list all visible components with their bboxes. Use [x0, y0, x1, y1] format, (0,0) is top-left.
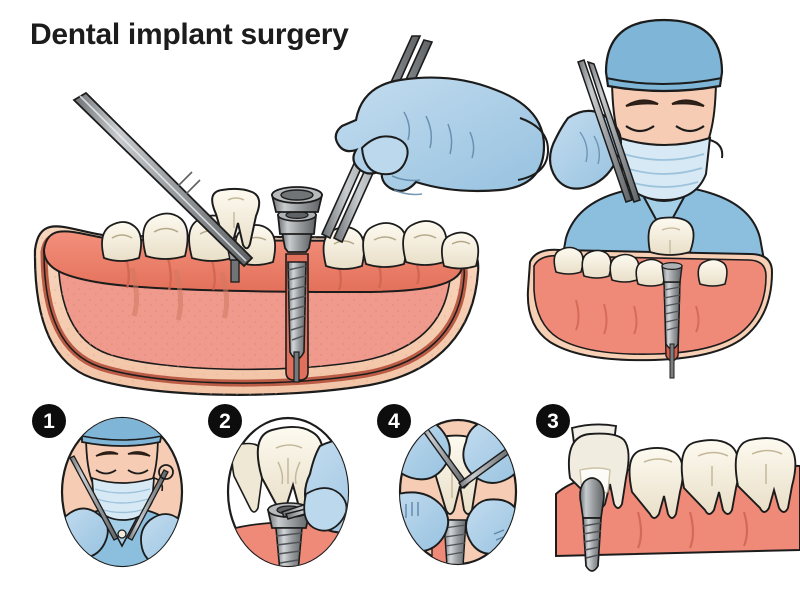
right-jaw-diagram	[526, 216, 774, 379]
step-1-illustration	[60, 416, 184, 568]
natural-teeth-right	[322, 220, 480, 270]
eyebrow-left	[625, 99, 659, 107]
implant-abutment	[277, 208, 317, 253]
step-number-2: 2	[208, 404, 242, 438]
right-crown	[647, 216, 695, 256]
implant-screw	[287, 261, 307, 383]
right-gum-lines	[575, 299, 700, 335]
eye-left-closed	[625, 125, 655, 133]
eyebrow-right	[671, 99, 705, 107]
step-2-illustration	[226, 416, 350, 568]
right-jaw-teeth	[553, 246, 728, 287]
step3-implant	[579, 477, 605, 572]
step3-natural-teeth	[628, 437, 797, 519]
cap-brim	[605, 77, 723, 85]
dental-probe	[72, 91, 254, 268]
gloved-hand-forceps	[334, 76, 550, 196]
mask-pleats	[623, 153, 705, 188]
main-jaw-cross-section	[33, 35, 550, 396]
abutment-cap	[270, 186, 324, 213]
step-4-illustration	[398, 418, 518, 566]
step-number-3: 3	[536, 404, 570, 438]
step-number-1: 1	[32, 404, 66, 438]
step-number-4: 4	[377, 404, 411, 438]
eye-right-closed	[675, 125, 705, 133]
step-3-illustration	[555, 423, 800, 572]
surgeon-portrait	[548, 18, 766, 261]
mask-ear-loop	[709, 139, 724, 159]
step3-gum-lines	[636, 511, 749, 549]
page-title: Dental implant surgery	[30, 18, 349, 51]
surgeon-forceps	[577, 59, 641, 203]
right-implant-screw	[661, 262, 683, 379]
tooth-roots-in-bone	[129, 267, 230, 321]
crown-post	[230, 257, 240, 283]
surgical-cap	[604, 18, 724, 93]
